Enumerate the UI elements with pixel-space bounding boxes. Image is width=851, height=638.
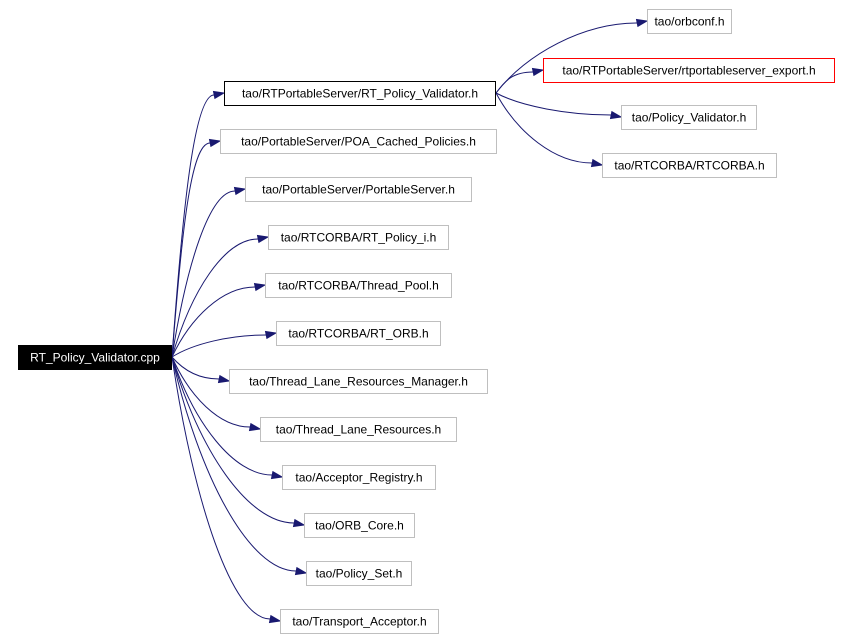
node-box: [18, 345, 172, 370]
graph-edges: [171, 18, 649, 624]
edge-hub-to-tao-rtcorba-rtcorba-h: [495, 92, 593, 164]
edge-root-to-tao-transport-acceptor-h-arrowhead: [268, 614, 282, 624]
node-tao-orbconf-h[interactable]: tao/orbconf.h: [647, 9, 732, 34]
node-label: tao/RTCORBA/RTCORBA.h: [614, 159, 764, 173]
node-box: [306, 561, 412, 586]
node-box: [304, 513, 415, 538]
node-box: [224, 81, 496, 106]
node-tao-rtcorba-rtcorba-h[interactable]: tao/RTCORBA/RTCORBA.h: [602, 153, 777, 178]
node-tao-thread-lane-resources-manager-h[interactable]: tao/Thread_Lane_Resources_Manager.h: [229, 369, 488, 394]
edge-root-to-tao-portableserver-poa-cached-policies-h-arrowhead: [208, 138, 222, 148]
edge-root-to-tao-thread-lane-resources-manager-h: [171, 356, 220, 380]
node-tao-policy-validator-h[interactable]: tao/Policy_Validator.h: [621, 105, 757, 130]
edge-root-to-tao-rtcorba-rt-orb-h: [171, 334, 267, 358]
node-tao-rtcorba-rt-policy-i-h[interactable]: tao/RTCORBA/RT_Policy_i.h: [268, 225, 449, 250]
node-label: tao/RTCORBA/Thread_Pool.h: [278, 279, 439, 293]
edge-hub-to-tao-orbconf-h-arrowhead: [635, 18, 649, 28]
node-label: tao/Policy_Set.h: [316, 567, 403, 581]
node-box: [602, 153, 777, 178]
edge-root-to-tao-rtcorba-rt-orb-h-arrowhead: [264, 330, 278, 340]
edge-root-to-tao-thread-lane-resources-h: [171, 356, 251, 428]
node-label: tao/RTPortableServer/RT_Policy_Validator…: [242, 87, 478, 101]
edge-root-to-tao-transport-acceptor-h: [171, 356, 271, 620]
node-box: [280, 609, 439, 634]
node-label: tao/PortableServer/POA_Cached_Policies.h: [241, 135, 476, 149]
node-label: tao/orbconf.h: [654, 15, 724, 29]
node-tao-portableserver-portableserver-h[interactable]: tao/PortableServer/PortableServer.h: [245, 177, 472, 202]
edge-root-to-tao-orb-core-h: [171, 356, 295, 524]
node-tao-orb-core-h[interactable]: tao/ORB_Core.h: [304, 513, 415, 538]
node-label: tao/Thread_Lane_Resources.h: [276, 423, 441, 437]
node-box: [265, 273, 452, 298]
node-tao-thread-lane-resources-h[interactable]: tao/Thread_Lane_Resources.h: [260, 417, 457, 442]
node-tao-rtcorba-thread-pool-h[interactable]: tao/RTCORBA/Thread_Pool.h: [265, 273, 452, 298]
node-tao-acceptor-registry-h[interactable]: tao/Acceptor_Registry.h: [282, 465, 436, 490]
node-box: [245, 177, 472, 202]
node-tao-transport-acceptor-h[interactable]: tao/Transport_Acceptor.h: [280, 609, 439, 634]
edge-root-to-hub-arrowhead: [212, 90, 226, 100]
node-box: [268, 225, 449, 250]
node-label: tao/Transport_Acceptor.h: [292, 615, 426, 629]
node-label: tao/Policy_Validator.h: [632, 111, 747, 125]
node-box: [647, 9, 732, 34]
edge-root-to-tao-rtcorba-rt-policy-i-h-arrowhead: [256, 234, 270, 244]
edge-root-to-tao-policy-set-h-arrowhead: [294, 566, 308, 576]
node-label: tao/RTCORBA/RT_Policy_i.h: [281, 231, 437, 245]
edge-root-to-tao-rtcorba-rt-policy-i-h: [171, 238, 259, 358]
node-label: tao/ORB_Core.h: [315, 519, 404, 533]
edge-hub-to-tao-rtportableserver-rtportableserver-export-h-arrowhead: [531, 67, 545, 77]
node-tao-rtportableserver-rt-policy-validator-h[interactable]: tao/RTPortableServer/RT_Policy_Validator…: [224, 81, 496, 106]
edge-root-to-tao-portableserver-poa-cached-policies-h: [171, 142, 211, 358]
edge-root-to-tao-policy-set-h: [171, 356, 297, 572]
node-label: tao/RTPortableServer/rtportableserver_ex…: [562, 64, 815, 78]
edge-root-to-tao-thread-lane-resources-h-arrowhead: [248, 422, 262, 432]
node-tao-policy-set-h[interactable]: tao/Policy_Set.h: [306, 561, 412, 586]
node-box: [621, 105, 757, 130]
edge-hub-to-tao-policy-validator-h: [495, 92, 612, 116]
edge-hub-to-tao-policy-validator-h-arrowhead: [609, 110, 623, 120]
node-rt-policy-validator-cpp[interactable]: RT_Policy_Validator.cpp: [18, 345, 172, 370]
node-tao-portableserver-poa-cached-policies-h[interactable]: tao/PortableServer/POA_Cached_Policies.h: [220, 129, 497, 154]
node-tao-rtportableserver-rtportableserver-export-h[interactable]: tao/RTPortableServer/rtportableserver_ex…: [543, 58, 835, 83]
edge-root-to-tao-acceptor-registry-h-arrowhead: [270, 470, 284, 480]
edge-hub-to-tao-rtportableserver-rtportableserver-export-h: [495, 71, 534, 94]
edge-hub-to-tao-rtcorba-rtcorba-h-arrowhead: [590, 158, 604, 168]
node-label: tao/Thread_Lane_Resources_Manager.h: [249, 375, 468, 389]
edge-root-to-tao-rtcorba-thread-pool-h: [171, 286, 256, 358]
node-box: [260, 417, 457, 442]
node-label: tao/PortableServer/PortableServer.h: [262, 183, 455, 197]
node-label: tao/Acceptor_Registry.h: [295, 471, 422, 485]
edge-root-to-tao-portableserver-portableserver-h: [171, 190, 236, 358]
node-label: tao/RTCORBA/RT_ORB.h: [288, 327, 428, 341]
edge-root-to-hub: [171, 94, 215, 358]
node-box: [282, 465, 436, 490]
node-box: [220, 129, 497, 154]
node-label: RT_Policy_Validator.cpp: [30, 351, 160, 365]
graph-nodes: RT_Policy_Validator.cpp tao/RTPortableSer…: [18, 9, 835, 634]
node-box: [229, 369, 488, 394]
edge-root-to-tao-thread-lane-resources-manager-h-arrowhead: [217, 374, 231, 384]
node-box: [276, 321, 441, 346]
node-tao-rtcorba-rt-orb-h[interactable]: tao/RTCORBA/RT_ORB.h: [276, 321, 441, 346]
edge-root-to-tao-acceptor-registry-h: [171, 356, 273, 476]
edge-root-to-tao-portableserver-portableserver-h-arrowhead: [233, 186, 247, 196]
edge-root-to-tao-rtcorba-thread-pool-h-arrowhead: [253, 282, 267, 292]
node-box: [543, 58, 835, 83]
edge-root-to-tao-orb-core-h-arrowhead: [292, 518, 306, 528]
